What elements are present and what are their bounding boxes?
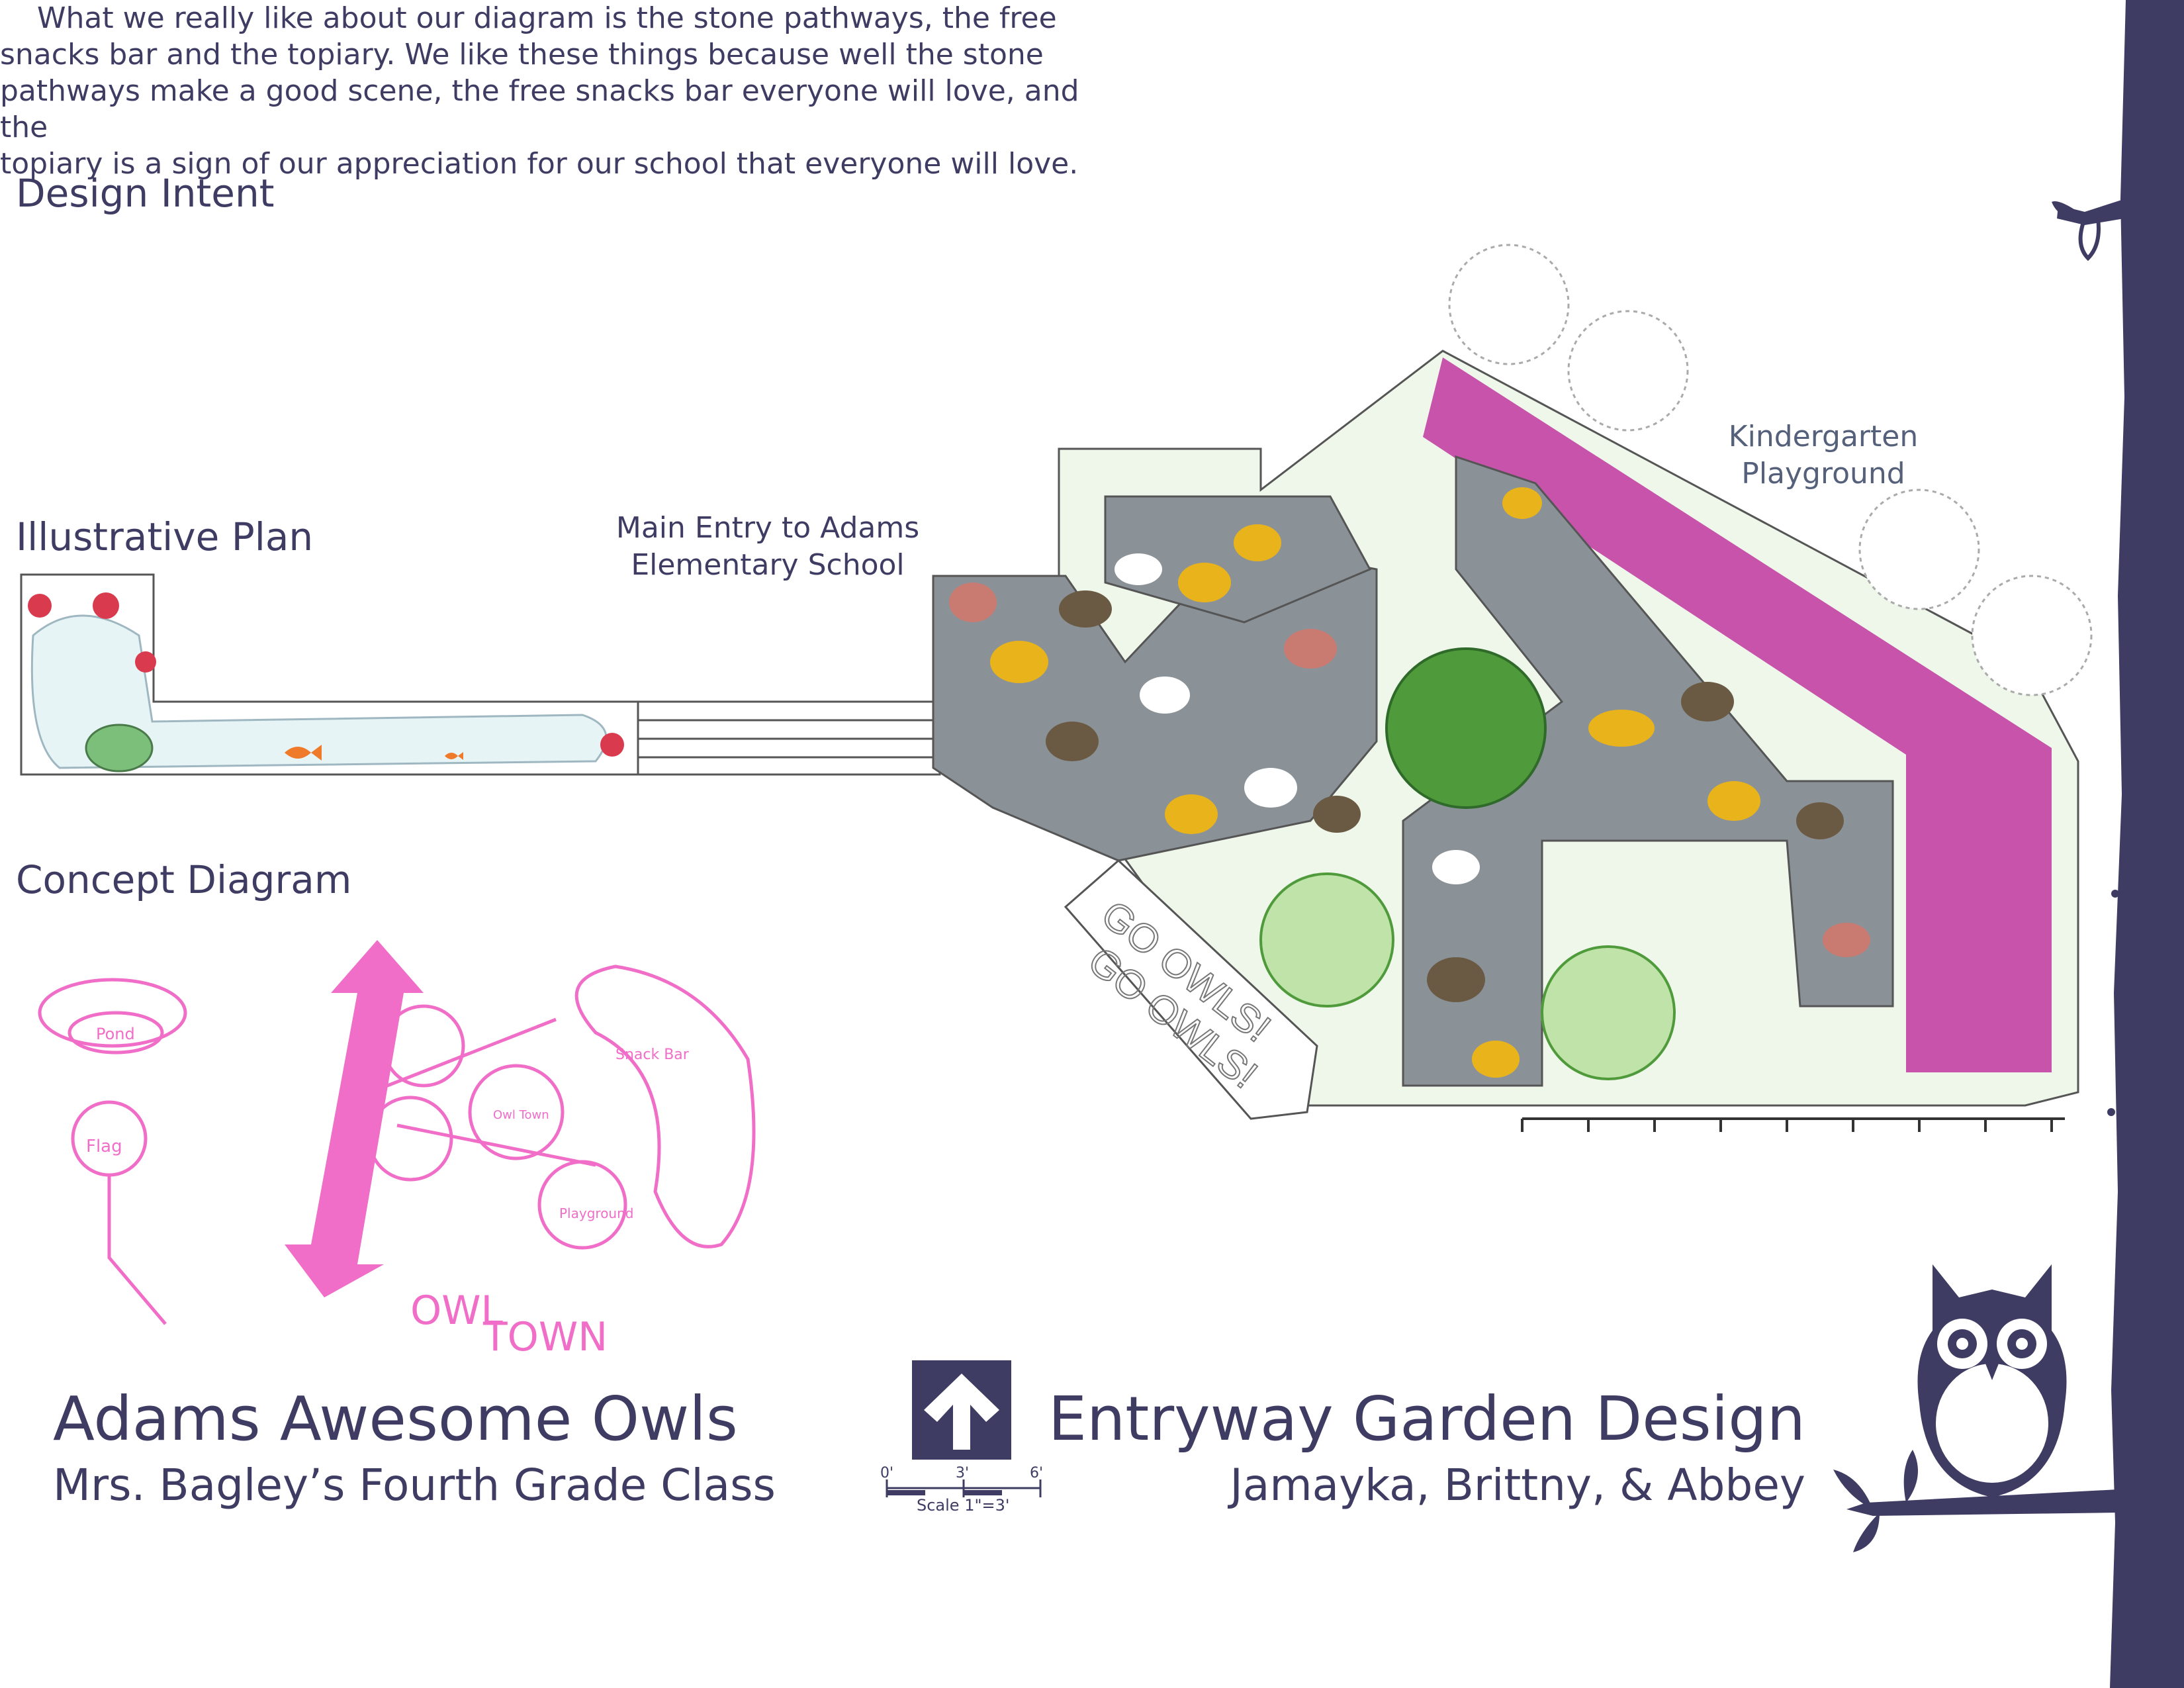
design-intent-line-4: topiary is a sign of our appreciation fo… — [0, 147, 1079, 181]
scale-tick-6: 6' — [1030, 1465, 1043, 1481]
owl-icon — [1833, 1264, 2118, 1552]
concept-pond-label: Pond — [96, 1025, 135, 1043]
concept-snack-bar-label: Snack Bar — [615, 1047, 690, 1063]
main-entry-label-line-1: Main Entry to Adams — [615, 511, 920, 545]
scale-label: Scale 1"=3' — [917, 1496, 1009, 1515]
project-authors: Jamayka, Brittny, & Abbey — [1230, 1460, 1805, 1511]
design-intent-line-2: snacks bar and the topiary. We like thes… — [0, 38, 1044, 71]
concept-diagram-heading: Concept Diagram — [16, 857, 352, 902]
entry-walk — [637, 700, 941, 776]
owl-town-line-1: OWL — [410, 1288, 504, 1334]
kindergarten-playground-label: Kindergarten Playground — [1694, 418, 1952, 492]
flowering-trees — [1448, 244, 2093, 696]
north-arrow-icon — [912, 1360, 1011, 1460]
concept-arrow — [285, 940, 424, 1297]
concept-flag-label: Flag — [86, 1137, 122, 1156]
design-intent-line-3: pathways make a good scene, the free sna… — [0, 74, 1079, 144]
scale-bar — [886, 1479, 1042, 1497]
shrub-right — [1541, 945, 1676, 1080]
design-intent-text: What we really like about our diagram is… — [0, 0, 1112, 182]
scale-tick-0: 0' — [880, 1465, 893, 1481]
scale-tick-3: 3' — [956, 1465, 969, 1481]
main-entry-label: Main Entry to Adams Elementary School — [609, 510, 927, 584]
concept-playground-label: Playground — [559, 1205, 633, 1221]
flower-icon — [28, 592, 624, 757]
class-name: Mrs. Bagley’s Fourth Grade Class — [53, 1460, 776, 1511]
design-intent-line-1: What we really like about our diagram is… — [37, 1, 1057, 35]
stones — [949, 487, 1870, 1078]
team-name: Adams Awesome Owls — [53, 1383, 738, 1454]
project-title: Entryway Garden Design — [1048, 1383, 1805, 1454]
kindergarten-label-line-2: Playground — [1741, 457, 1905, 491]
small-fish-icon — [445, 752, 463, 760]
main-entry-label-line-2: Elementary School — [631, 548, 905, 582]
design-intent-heading: Design Intent — [16, 171, 275, 216]
concept-owl-town-label: Owl Town — [493, 1108, 549, 1122]
illustrative-plan: GO OWLS! GO OWLS! — [20, 244, 2093, 1132]
tree-trunk-icon — [2052, 0, 2184, 1688]
shrub-left — [1259, 872, 1394, 1008]
kindergarten-label-line-1: Kindergarten — [1728, 420, 1919, 453]
fish-icon — [285, 745, 322, 761]
owl-town-line-2: TOWN — [482, 1314, 608, 1360]
concept-diagram-sketch — [38, 940, 756, 1325]
topiary — [1385, 647, 1547, 809]
turtle-icon — [85, 724, 154, 773]
illustrative-plan-heading: Illustrative Plan — [16, 514, 314, 559]
concept-owl-town-text: OWL TOWN Flag Pond Snack Bar Playground … — [86, 1025, 690, 1360]
fence — [1521, 1117, 2065, 1132]
